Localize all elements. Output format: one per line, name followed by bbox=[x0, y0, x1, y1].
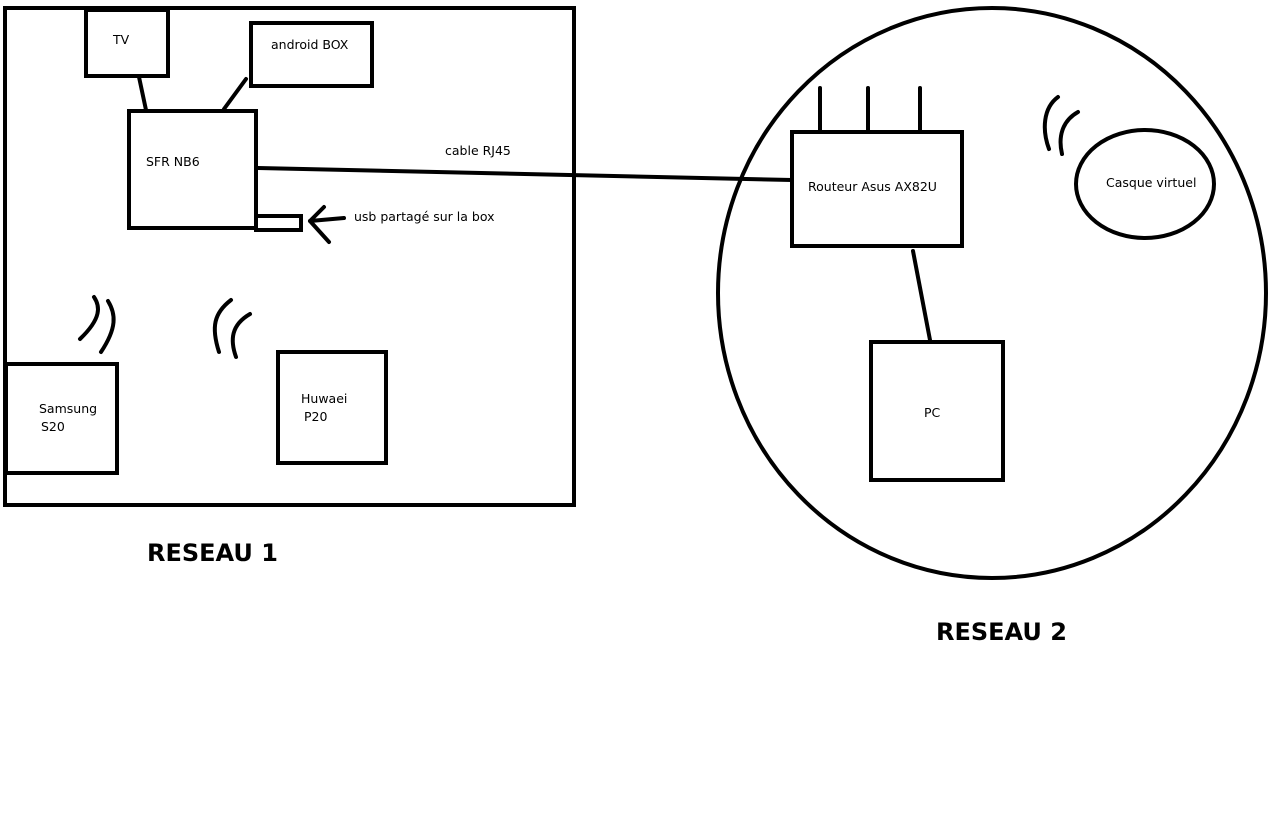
android-box-label: android BOX bbox=[271, 37, 349, 52]
huawei-phone-box bbox=[276, 350, 388, 465]
usb-stick bbox=[254, 214, 303, 232]
samsung-label-line-2: S20 bbox=[41, 419, 65, 434]
android-box-connector bbox=[222, 77, 248, 111]
network-1-boundary bbox=[3, 6, 576, 507]
network-2-boundary bbox=[716, 6, 1268, 580]
network-1-title: RESEAU 1 bbox=[147, 539, 278, 567]
huawei-label-line-1: Huwaei bbox=[301, 391, 347, 406]
asus-router-label: Routeur Asus AX82U bbox=[808, 179, 937, 194]
samsung-phone-box bbox=[4, 362, 119, 475]
usb-arrow bbox=[308, 205, 346, 244]
network-2-title: RESEAU 2 bbox=[936, 618, 1067, 646]
vr-headset-ellipse bbox=[1074, 128, 1216, 240]
wifi-signal-icon bbox=[78, 295, 116, 354]
wifi-signal-icon bbox=[1042, 95, 1080, 156]
pc-connector bbox=[911, 249, 932, 342]
sfr-router-box bbox=[127, 109, 258, 230]
rj45-cable bbox=[256, 166, 794, 182]
tv-connector bbox=[137, 75, 148, 112]
vr-headset-label: Casque virtuel bbox=[1106, 175, 1196, 190]
tv-box bbox=[84, 8, 170, 78]
wifi-signal-icon bbox=[212, 298, 252, 359]
pc-box bbox=[869, 340, 1005, 482]
samsung-label-line-1: Samsung bbox=[39, 401, 97, 416]
huawei-label-line-2: P20 bbox=[304, 409, 327, 424]
router-antenna-icon bbox=[818, 86, 922, 133]
tv-label: TV bbox=[112, 32, 130, 47]
asus-router-box bbox=[790, 130, 964, 248]
sfr-router-label: SFR NB6 bbox=[146, 154, 200, 169]
android-box-box bbox=[249, 21, 374, 88]
usb-note: usb partagé sur la box bbox=[354, 209, 495, 224]
rj45-cable-label: cable RJ45 bbox=[445, 143, 511, 158]
pc-label: PC bbox=[924, 405, 941, 420]
